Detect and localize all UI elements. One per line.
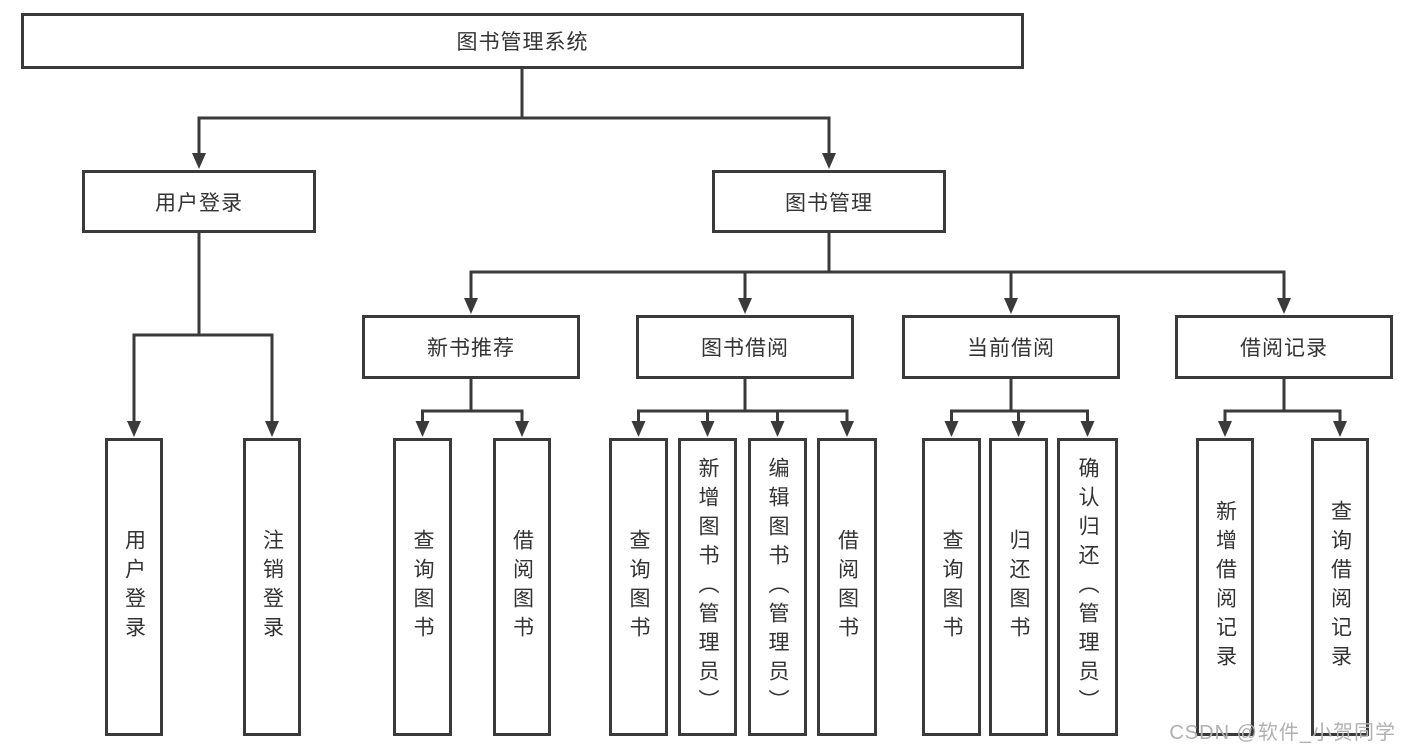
node-label: 用户登录 xyxy=(155,191,243,215)
arrow-down-icon xyxy=(415,421,430,437)
node-new-book-recommend: 新书推荐 xyxy=(362,315,580,379)
leaf-query-book-recommend: 查询图书 xyxy=(393,438,452,736)
leaf-edit-book-admin: 编辑图书（管理员） xyxy=(748,438,807,736)
arrow-down-icon xyxy=(127,421,141,437)
edge-userlogin-to-leaves xyxy=(132,231,274,424)
arrow-down-icon xyxy=(944,421,959,437)
node-user-login-module: 用户登录 xyxy=(82,170,316,233)
node-borrow-record: 借阅记录 xyxy=(1175,315,1393,379)
leaf-user-login: 用户登录 xyxy=(105,438,163,736)
leaf-query-book-borrow: 查询图书 xyxy=(609,438,668,736)
edge-borrow-to-leaves xyxy=(637,377,849,424)
node-book-management-module: 图书管理 xyxy=(712,170,946,233)
leaf-label: 编辑图书（管理员） xyxy=(766,456,790,718)
edge-current-to-leaves xyxy=(950,377,1089,424)
edge-newbook-to-leaves xyxy=(421,377,524,424)
node-system-root: 图书管理系统 xyxy=(21,13,1024,69)
arrow-down-icon xyxy=(1004,298,1018,314)
leaf-label: 新增借阅记录 xyxy=(1213,500,1237,674)
leaf-add-book-admin: 新增图书（管理员） xyxy=(678,438,737,736)
node-book-borrow: 图书借阅 xyxy=(636,315,854,379)
node-label: 图书管理 xyxy=(785,191,873,215)
node-label: 借阅记录 xyxy=(1240,337,1328,360)
node-label: 图书管理系统 xyxy=(456,31,589,54)
arrow-down-icon xyxy=(1218,421,1232,437)
leaf-label: 用户登录 xyxy=(122,529,146,645)
edge-root-to-level2 xyxy=(197,67,831,156)
leaf-label: 新增图书（管理员） xyxy=(696,456,720,718)
leaf-borrow-book-recommend: 借阅图书 xyxy=(493,438,551,736)
arrow-down-icon xyxy=(192,153,206,169)
leaf-query-borrow-record: 查询借阅记录 xyxy=(1311,438,1369,736)
arrow-down-icon xyxy=(1333,421,1347,437)
arrow-down-icon xyxy=(1080,421,1095,437)
leaf-label: 查询图书 xyxy=(940,529,964,645)
leaf-label: 归还图书 xyxy=(1007,529,1031,645)
leaf-label: 注销登录 xyxy=(260,529,284,645)
arrow-down-icon xyxy=(515,421,529,437)
node-label: 当前借阅 xyxy=(967,337,1055,360)
leaf-label: 查询图书 xyxy=(411,529,435,645)
arrow-down-icon xyxy=(265,421,279,437)
arrow-down-icon xyxy=(700,421,715,437)
arrow-down-icon xyxy=(1277,298,1291,314)
leaf-label: 查询借阅记录 xyxy=(1328,500,1352,674)
leaf-label: 借阅图书 xyxy=(835,529,859,645)
leaf-borrow-book: 借阅图书 xyxy=(817,438,877,736)
leaf-confirm-return-admin: 确认归还（管理员） xyxy=(1057,438,1118,736)
edge-bookmgmt-to-level3 xyxy=(469,231,1286,301)
arrow-down-icon xyxy=(840,421,854,437)
node-current-borrow: 当前借阅 xyxy=(902,315,1120,379)
leaf-label: 查询图书 xyxy=(627,529,651,645)
arrow-down-icon xyxy=(1011,421,1026,437)
csdn-watermark: CSDN @软件_小贺同学 xyxy=(1169,722,1396,744)
node-label: 新书推荐 xyxy=(427,337,515,360)
leaf-label: 确认归还（管理员） xyxy=(1076,456,1100,718)
leaf-query-book-current: 查询图书 xyxy=(922,438,981,736)
leaf-add-borrow-record: 新增借阅记录 xyxy=(1196,438,1254,736)
leaf-logout: 注销登录 xyxy=(243,438,301,736)
edge-record-to-leaves xyxy=(1223,377,1342,424)
arrow-down-icon xyxy=(770,421,785,437)
arrow-down-icon xyxy=(822,153,836,169)
leaf-label: 借阅图书 xyxy=(510,529,534,645)
arrow-down-icon xyxy=(464,298,478,314)
arrow-down-icon xyxy=(738,298,752,314)
leaf-return-book: 归还图书 xyxy=(989,438,1048,736)
arrow-down-icon xyxy=(631,421,646,437)
node-label: 图书借阅 xyxy=(701,337,789,360)
